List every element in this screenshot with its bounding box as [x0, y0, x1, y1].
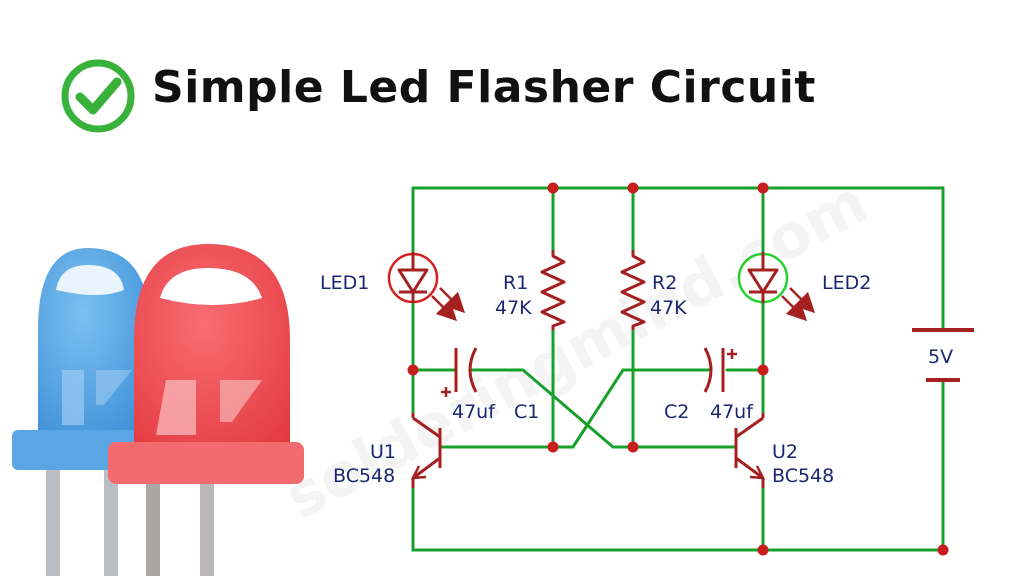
wires [411, 186, 945, 552]
r2-label: R2 [652, 272, 677, 294]
r2-value: 47K [650, 297, 687, 319]
u2-part: BC548 [772, 465, 834, 487]
u1-label: U1 [370, 441, 396, 463]
c2-label: C2 [664, 401, 689, 423]
led2-label: LED2 [822, 272, 871, 294]
transistor-u1 [410, 413, 442, 488]
resistor-r1 [540, 250, 566, 330]
capacitor-c1 [441, 347, 478, 397]
led1-label: LED1 [320, 272, 369, 294]
transistor-u2 [734, 413, 766, 488]
check-circle-icon [61, 59, 135, 133]
r1-label: R1 [503, 272, 528, 294]
capacitor-c2 [703, 347, 737, 393]
battery-symbol [912, 328, 974, 382]
led2-symbol [737, 252, 816, 322]
c2-value: 47uf [710, 401, 754, 423]
resistor-r2 [620, 250, 646, 330]
c1-value: 47uf [452, 401, 496, 423]
battery-label: 5V [928, 346, 953, 368]
blue-led-icon [12, 248, 162, 576]
r1-value: 47K [495, 297, 532, 319]
red-led-icon [108, 244, 304, 576]
junction-nodes [407, 182, 949, 556]
page-title: Simple Led Flasher Circuit [152, 62, 816, 113]
u1-part: BC548 [333, 465, 395, 487]
led1-symbol [387, 252, 466, 322]
c1-label: C1 [514, 401, 539, 423]
led-illustration [12, 244, 304, 576]
u2-label: U2 [772, 441, 798, 463]
